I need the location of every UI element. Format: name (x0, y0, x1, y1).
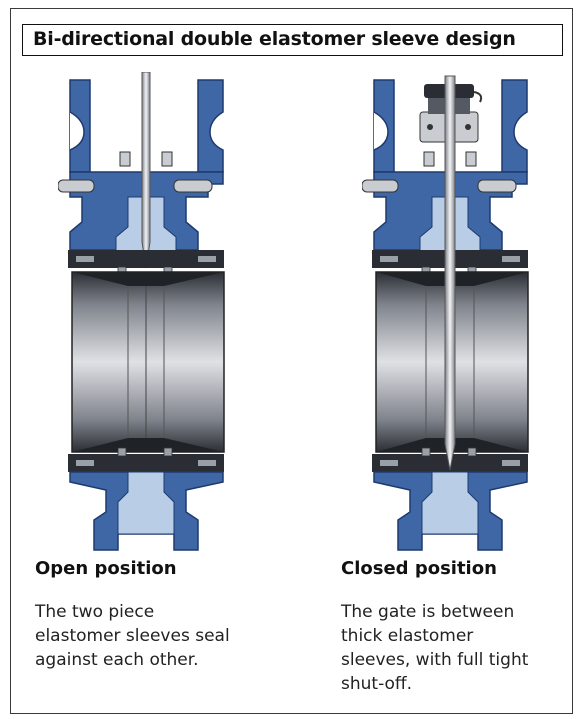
closed-position-description: The gate is between thick elastomer slee… (341, 602, 529, 694)
open-position-description: The two piece elastomer sleeves seal aga… (35, 602, 230, 670)
yoke-right (197, 79, 224, 173)
yoke-right (501, 79, 528, 173)
bore (72, 272, 224, 452)
open-position-heading: Open position (35, 558, 177, 579)
gate-blade (141, 72, 151, 269)
gate-blade (444, 75, 456, 471)
bolt (362, 179, 399, 193)
bolt (477, 179, 517, 193)
closed-position-heading: Closed position (341, 558, 497, 579)
figure-title: Bi-directional double elastomer sleeve d… (33, 28, 516, 50)
bolt (173, 179, 213, 193)
valve-diagram-closed (362, 75, 529, 551)
title-bar: Bi-directional double elastomer sleeve d… (22, 24, 563, 56)
bolt (58, 179, 95, 193)
valve-diagram-open (58, 72, 225, 551)
